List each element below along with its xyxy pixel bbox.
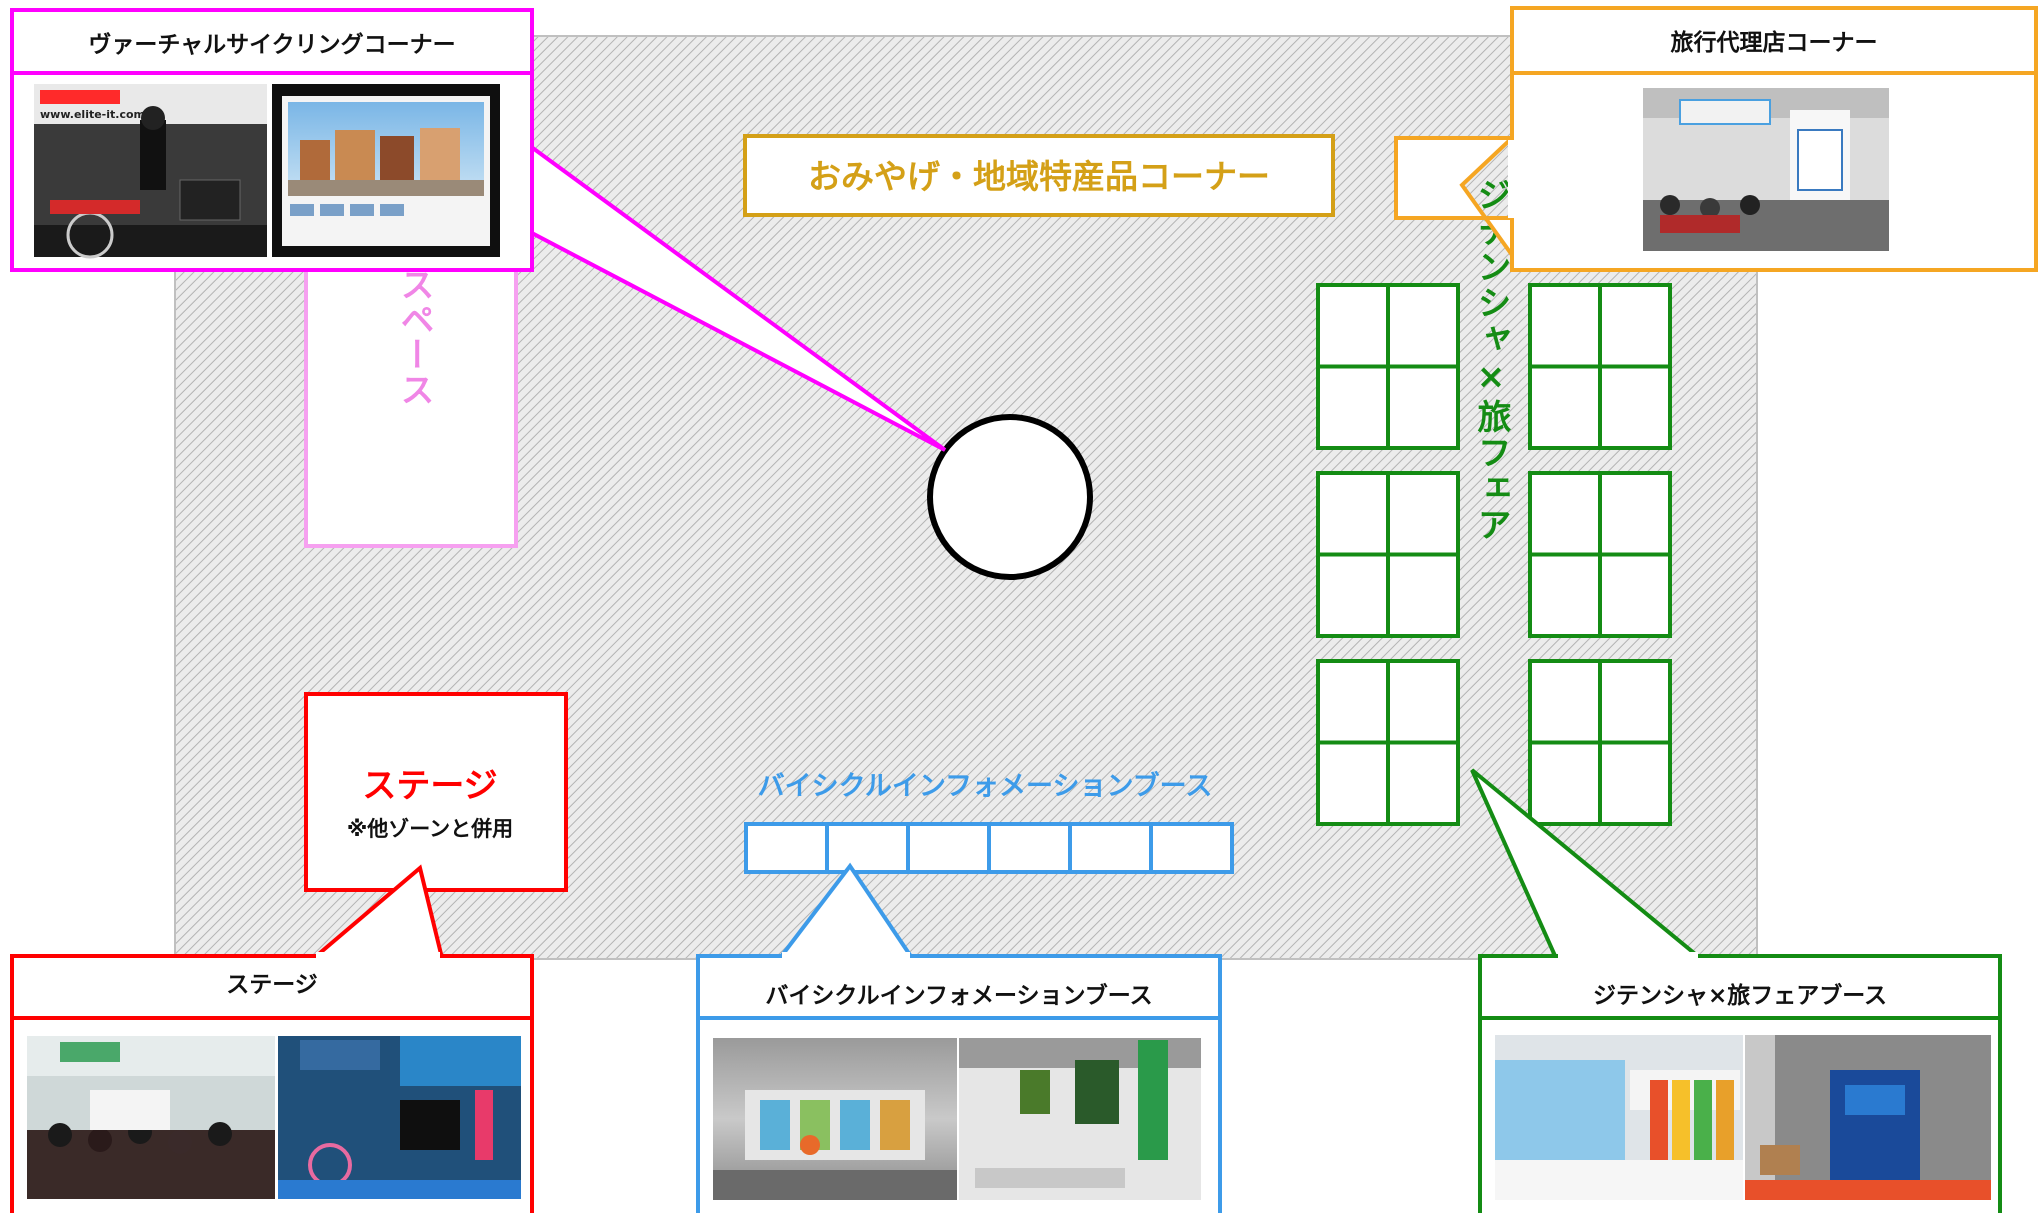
souvenir-corner bbox=[743, 134, 1335, 217]
fair-photo-2 bbox=[1745, 1035, 1991, 1200]
stage-zone-note: ※他ゾーンと併用 bbox=[347, 817, 513, 841]
bicycle-info-booths bbox=[744, 822, 1234, 874]
fair-callout-title: ジテンシャ×旅フェアブース bbox=[1593, 982, 1887, 1009]
fair-photo-1 bbox=[1495, 1035, 1743, 1200]
bicycle-photo-1 bbox=[713, 1038, 957, 1200]
souvenir-label: おみやげ・地域特産品コーナー bbox=[808, 157, 1270, 196]
fair-booth-block bbox=[1316, 659, 1460, 826]
virtual-photo-1-url: www.elite-it.com bbox=[40, 108, 145, 121]
bicycle-info-booth bbox=[906, 822, 991, 874]
stage-photo-1 bbox=[27, 1036, 275, 1199]
bicycle-info-booth bbox=[1149, 822, 1234, 874]
fair-booth-block bbox=[1528, 659, 1672, 826]
stage-zone-label: ステージ bbox=[362, 766, 497, 806]
rest-space-area bbox=[304, 254, 518, 548]
virtual-callout-title: ヴァーチャルサイクリングコーナー bbox=[88, 31, 455, 58]
fair-booth-grid bbox=[1316, 283, 1672, 826]
bicycle-info-booth bbox=[1068, 822, 1153, 874]
bicycle-info-booth bbox=[825, 822, 910, 874]
fair-booth-block bbox=[1316, 283, 1460, 450]
bicycle-info-zone-label: バイシクルインフォメーションブース bbox=[758, 770, 1213, 802]
virtual-photo-2 bbox=[272, 84, 500, 257]
central-column bbox=[927, 414, 1093, 580]
stage-zone bbox=[304, 692, 568, 892]
bicycle-photo-2 bbox=[959, 1038, 1201, 1200]
bicycle-info-booth bbox=[744, 822, 829, 874]
stage-callout-title: ステージ bbox=[226, 972, 318, 998]
travel-photo bbox=[1643, 88, 1889, 251]
bicycle-callout-title: バイシクルインフォメーションブース bbox=[765, 982, 1152, 1009]
fair-booth-block bbox=[1528, 283, 1672, 450]
bicycle-info-booth bbox=[987, 822, 1072, 874]
stage-photo-2 bbox=[278, 1036, 521, 1199]
travel-callout-title: 旅行代理店コーナー bbox=[1671, 29, 1878, 56]
virtual-photo-1: www.elite-it.com bbox=[34, 84, 267, 259]
fair-booth-block bbox=[1316, 471, 1460, 638]
fair-booth-block bbox=[1528, 471, 1672, 638]
